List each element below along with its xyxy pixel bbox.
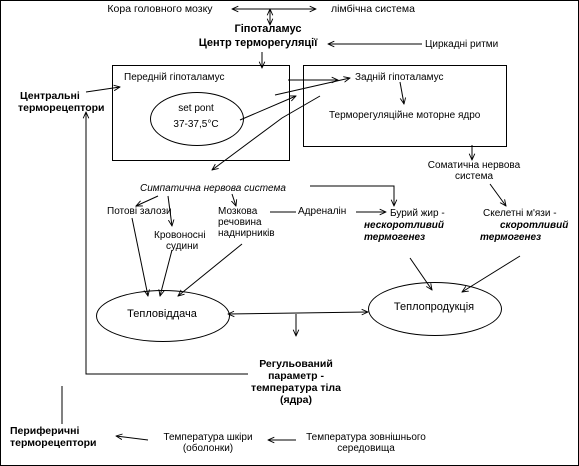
heat-production-ellipse — [368, 282, 502, 336]
edge-posterior-motor — [399, 81, 404, 104]
label-regulated-4: (ядра) — [279, 394, 313, 406]
edge-regulated-central — [86, 112, 248, 375]
edge-symp-vessels — [167, 195, 172, 226]
edge-symp-adrenal — [232, 193, 236, 206]
label-somatic-1: Соматична нервова — [427, 160, 521, 171]
edge-skin-peripheral — [116, 436, 149, 441]
label-somatic-2: система — [454, 171, 494, 182]
label-brown-fat-3: термогенез — [364, 232, 426, 243]
set-point-unit: °C — [207, 119, 219, 130]
label-heat-production: Теплопродукція — [393, 301, 475, 313]
label-set-point-value: 37-37,5°C — [150, 119, 242, 130]
label-anterior-hypothalamus: Передній гіпоталамус — [124, 72, 225, 83]
label-thermoregulation-center: Центр терморегуляції — [198, 37, 318, 49]
label-adrenal-1: Мозкова — [218, 206, 258, 217]
label-limbic: лімбічна система — [331, 3, 415, 15]
label-sweat-glands: Потові залози — [107, 206, 172, 217]
label-skin-temp-1: Температура шкіри — [163, 432, 253, 443]
label-brown-fat-2: нескоротливий — [364, 220, 445, 231]
label-adrenal-2: речовина — [218, 217, 262, 228]
edge-central-anterior — [85, 87, 120, 93]
label-set-point: set pont — [178, 103, 214, 114]
label-env-temp-2: середовища — [337, 443, 395, 454]
label-peripheral-1: Периферичні — [10, 425, 80, 437]
edge-setpoint-right — [239, 96, 296, 121]
label-brown-fat-1: Бурий жир - — [390, 208, 445, 219]
label-adrenaline: Адреналін — [298, 206, 347, 217]
edge-sweat-heatloss — [131, 217, 148, 296]
heat-loss-ellipse — [96, 290, 230, 342]
label-motor-nucleus: Терморегуляційне моторне ядро — [329, 110, 481, 121]
posterior-hypothalamus-box — [303, 65, 507, 147]
label-muscles-3: термогенез — [480, 232, 542, 243]
edge-adrenal-heatloss — [178, 243, 243, 296]
label-env-temp-1: Температура зовнішнього — [306, 432, 426, 443]
label-peripheral-2: терморецептори — [10, 437, 97, 449]
edge-somatic-muscles — [489, 183, 506, 206]
label-central-receptors-1: Центральні — [20, 90, 80, 102]
edge-loss-production — [228, 312, 368, 314]
anterior-hypothalamus-box — [112, 65, 290, 161]
label-regulated-2: параметр - — [268, 370, 324, 382]
label-muscles-2: скоротливий — [500, 220, 569, 231]
label-regulated-1: Регульований — [259, 358, 333, 370]
edge-vessels-heatloss — [160, 249, 173, 296]
edge-symp-sweat — [136, 195, 159, 206]
label-central-receptors-2: терморецептори — [18, 102, 105, 114]
label-hypothalamus: Гіпоталамус — [234, 23, 302, 35]
label-cortex: Кора головного мозку — [107, 3, 213, 15]
label-regulated-3: температура тіла — [251, 382, 341, 394]
label-vessels-1: Кровоносні — [154, 230, 206, 241]
edge-posterior-sympathetic — [212, 95, 321, 170]
label-sympathetic: Симпатична нервова система — [140, 183, 286, 194]
set-point-number: 37-37,5 — [173, 119, 208, 130]
label-posterior-hypothalamus: Задній гіпоталамус — [355, 72, 444, 83]
label-muscles-1: Скелетні м'язи - — [483, 208, 557, 219]
set-point-ellipse — [150, 92, 244, 146]
label-circadian: Циркадні ритми — [425, 39, 499, 50]
edge-symp-brownfat — [310, 185, 394, 206]
label-adrenal-3: наднирників — [218, 228, 275, 239]
label-vessels-2: судини — [166, 241, 199, 252]
label-heat-loss: Тепловіддача — [127, 308, 197, 320]
label-skin-temp-2: (оболонки) — [182, 443, 234, 454]
